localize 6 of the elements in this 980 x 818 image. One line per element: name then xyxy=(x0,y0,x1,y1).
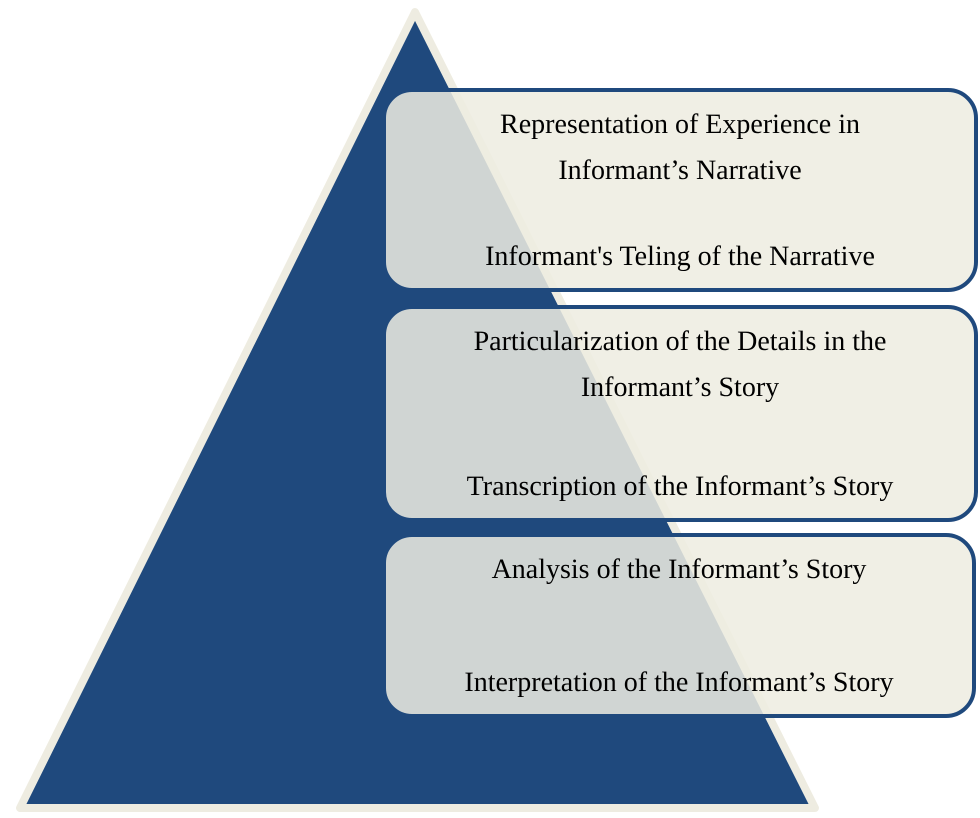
level-description: Transcription of the Informant’s Story xyxy=(466,470,894,504)
level-heading: Analysis of the Informant’s Story xyxy=(492,553,866,587)
level-description: Interpretation of the Informant’s Story xyxy=(464,666,894,700)
level-heading: Particularization of the Details in the Informant’s Story xyxy=(472,325,888,405)
level-heading: Representation of Experience in Informant’s Narrative xyxy=(499,108,861,188)
level-description: Informant's Teling of the Narrative xyxy=(485,240,875,274)
